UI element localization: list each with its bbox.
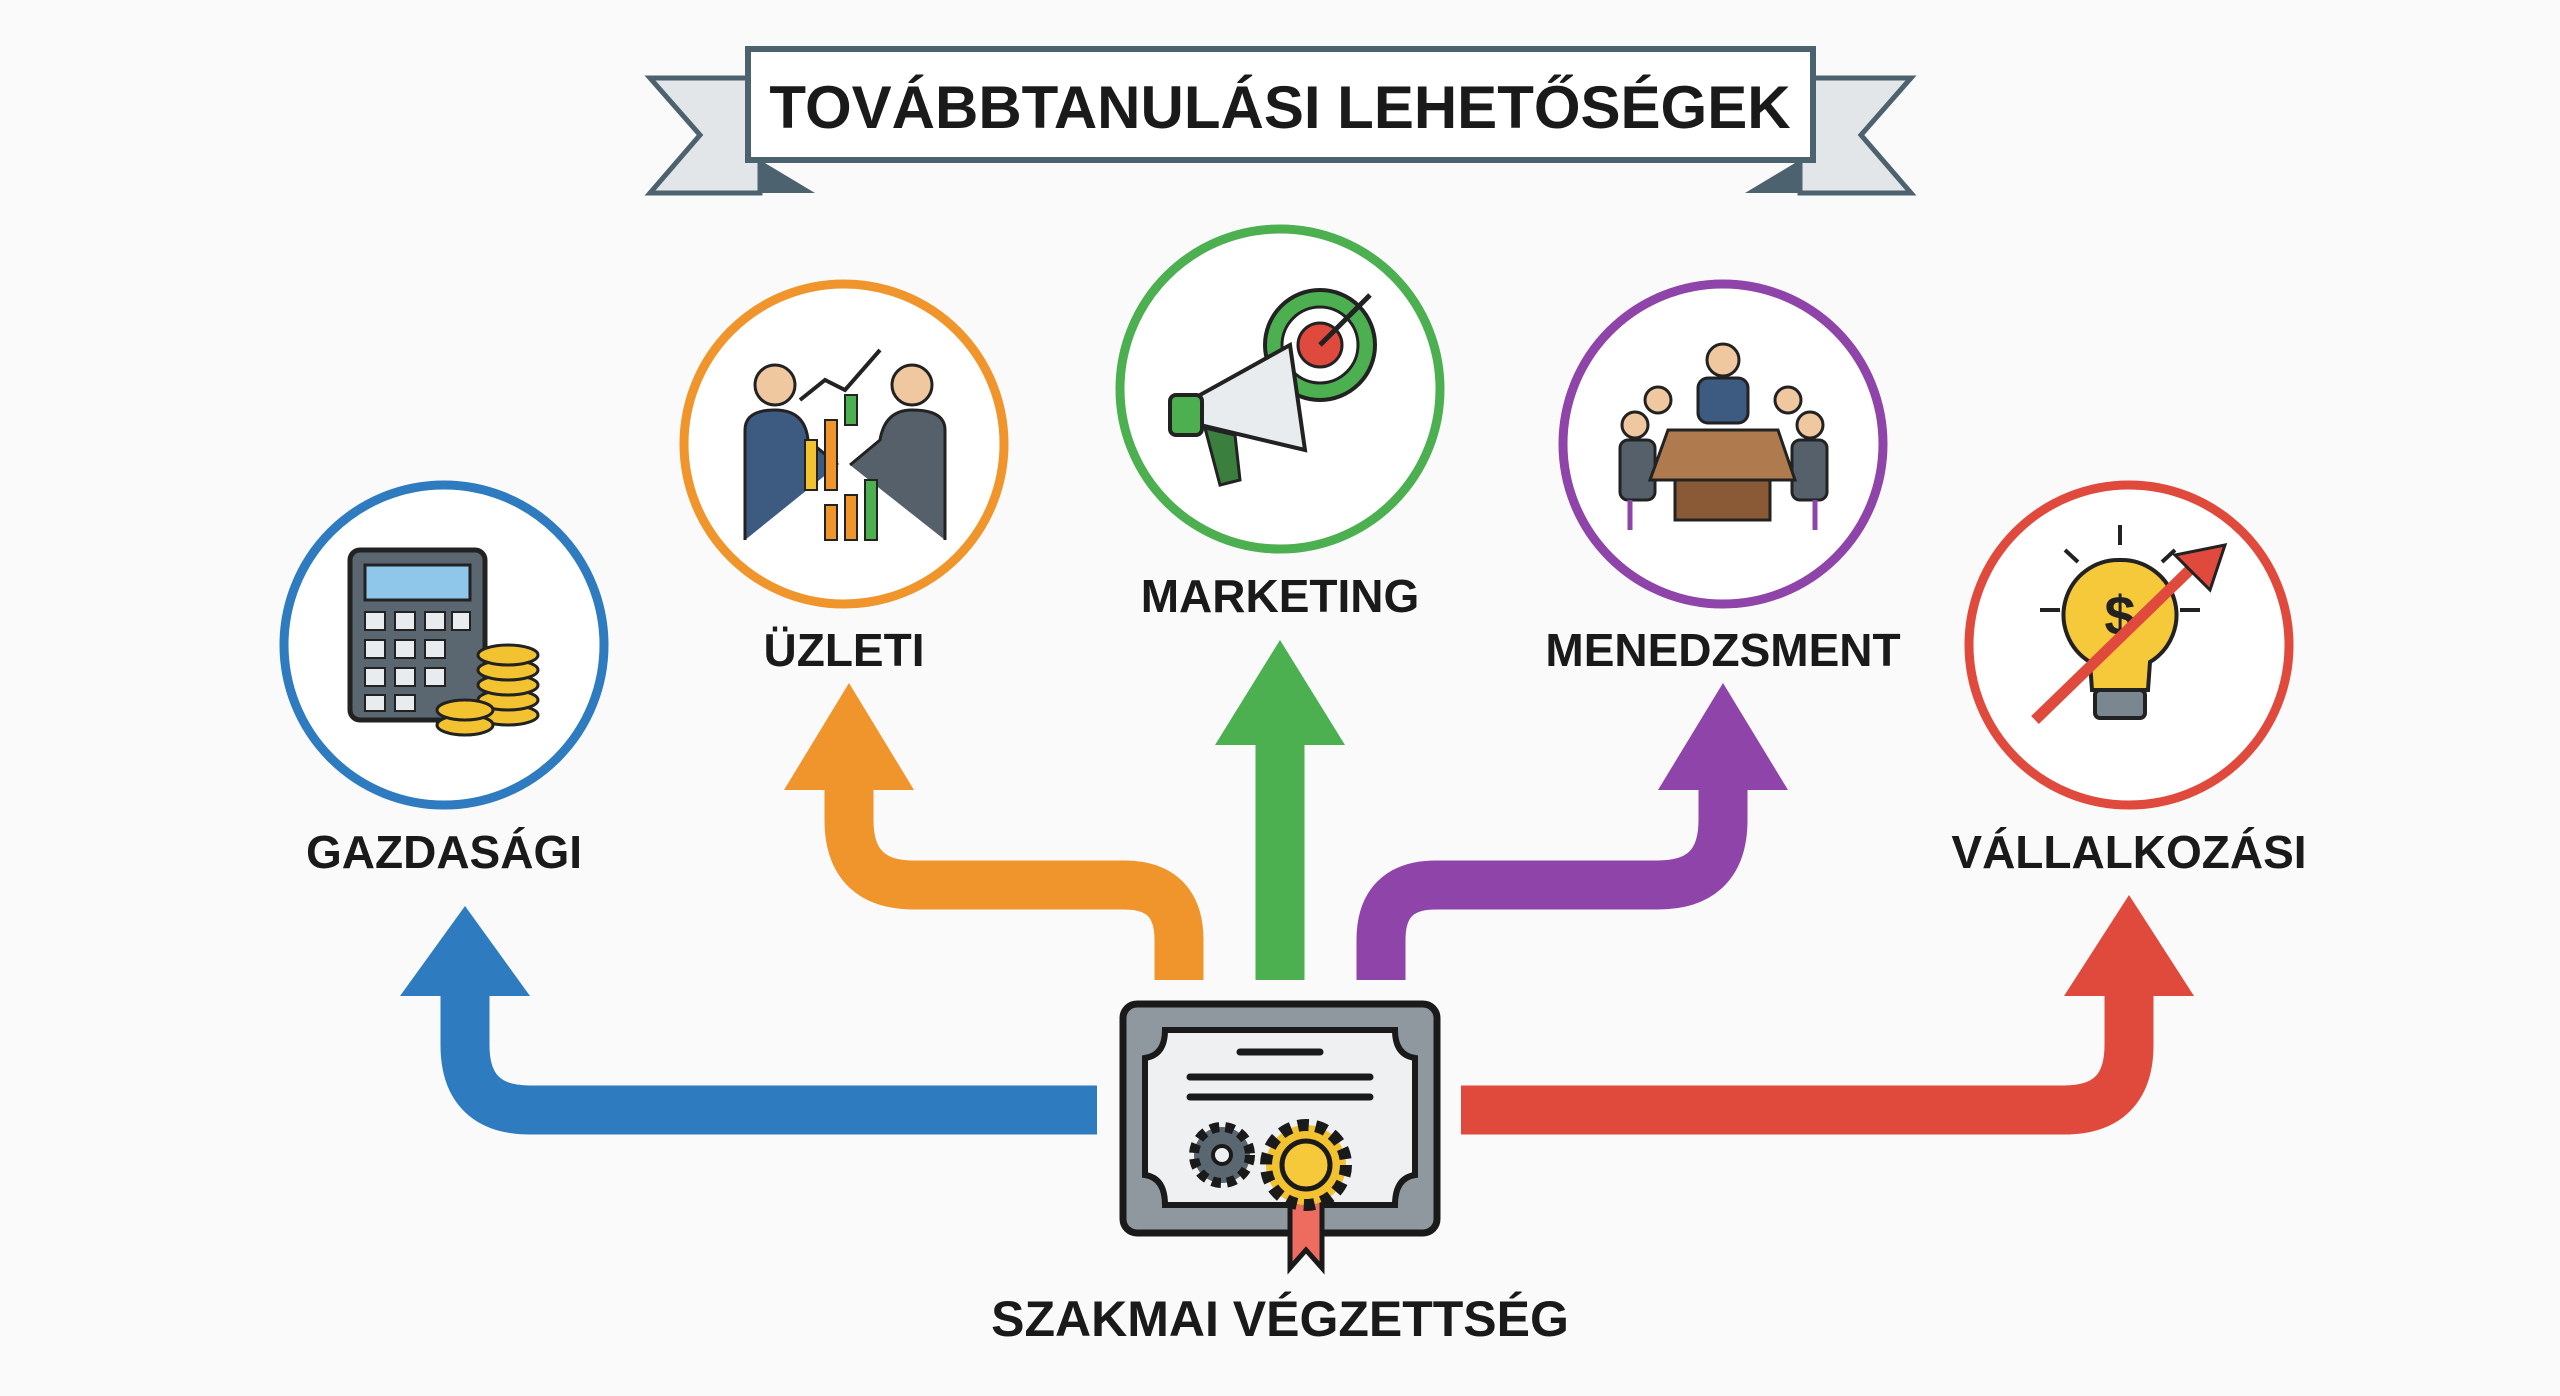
option-label: VÁLLALKOZÁSI <box>1951 826 2306 878</box>
arrow-menedzsment <box>1356 760 1748 980</box>
option-menedzsment: MENEDZSMENT <box>1545 279 1901 676</box>
arrowhead-uzleti <box>784 683 914 790</box>
option-uzleti: ÜZLETI <box>679 279 1009 676</box>
calculator-coins-icon <box>347 547 540 737</box>
page-title: TOVÁBBTANULÁSI LEHETŐSÉGEK <box>769 74 1790 141</box>
megaphone-target-icon <box>1168 288 1377 487</box>
certificate-icon <box>1119 1000 1441 1275</box>
option-label: GAZDASÁGI <box>306 826 582 878</box>
arrow-vallalkozasi <box>1461 975 2154 1135</box>
title-banner: TOVÁBBTANULÁSI LEHETŐSÉGEK <box>644 46 1917 196</box>
arrowhead-vallalkozasi <box>2064 895 2194 996</box>
option-label: MENEDZSMENT <box>1545 624 1900 676</box>
arrowhead-gazdasagi <box>400 906 530 996</box>
option-gazdasagi: GAZDASÁGI <box>279 480 609 878</box>
lightbulb-dollar-icon: $ <box>2031 525 2228 724</box>
arrow-uzleti <box>824 760 1204 980</box>
option-marketing: MARKETING <box>1115 224 1445 622</box>
arrowhead-marketing <box>1215 640 1345 745</box>
option-label: ÜZLETI <box>764 624 925 676</box>
handshake-growth-icon <box>743 348 947 541</box>
option-label: MARKETING <box>1141 570 1420 622</box>
arrow-gazdasagi <box>440 975 1097 1135</box>
meeting-table-icon <box>1618 342 1829 530</box>
arrowhead-menedzsment <box>1658 683 1788 790</box>
option-vallalkozasi: $ VÁLLALKOZÁSI <box>1951 480 2307 878</box>
source-label: SZAKMAI VÉGZETTSÉG <box>991 1291 1569 1347</box>
source-node: SZAKMAI VÉGZETTSÉG <box>991 1000 1569 1347</box>
